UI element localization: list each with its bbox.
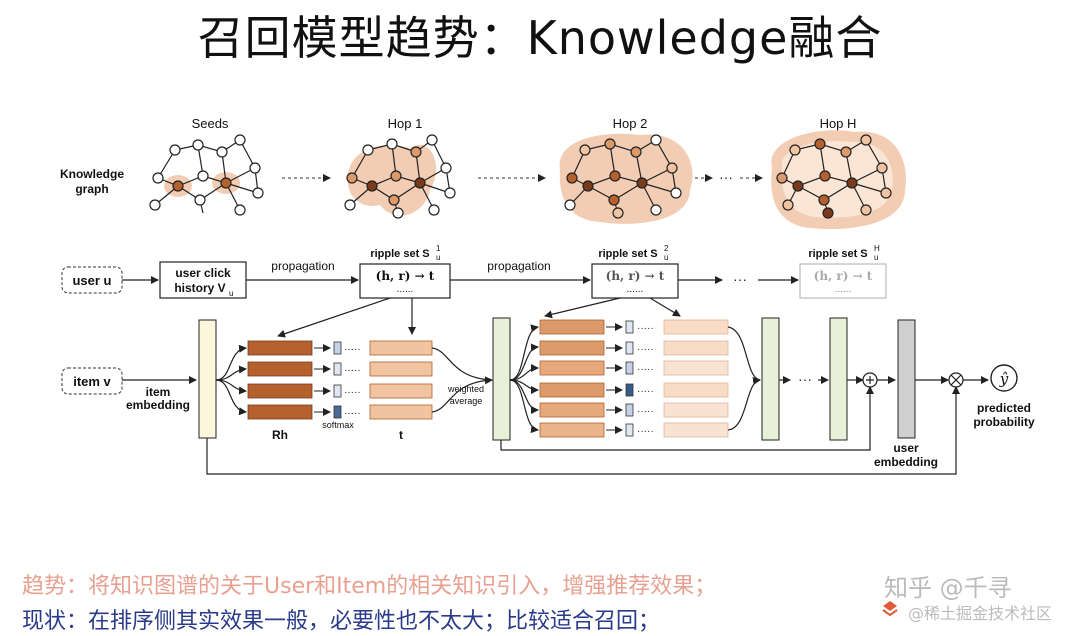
svg-text:·····: ····· [637,426,654,437]
svg-text:·····: ····· [344,387,361,398]
item-embedding-label-1: item [146,385,171,399]
weighted-label-2: average [450,396,483,406]
kg-stage-seeds: Seeds [192,116,229,131]
propagation-label-1: propagation [271,259,334,273]
svg-text:·····: ····· [344,365,361,376]
item-embedding-label-2: embedding [126,398,190,412]
ripplenet-diagram: Knowledge graph Seeds Hop 1 Hop 2 Hop H [60,116,1035,475]
svg-text:·····: ····· [637,364,654,375]
hop2-arrows [606,323,623,434]
weighted-label-1: weighted [447,384,484,394]
svg-text:·····: ····· [344,408,361,419]
user-embedding-bar [897,319,916,439]
hopH-embedding-bar [829,317,848,441]
item-embedding-bar [198,319,217,439]
ripple-set-2-sup: 2 [664,244,669,253]
hop2-embedding-bar [761,317,780,441]
softmax-label: softmax [322,420,354,430]
ripple-set-1-sub: u [436,253,440,262]
hop-feedback-line [500,386,874,451]
item-box [61,367,123,395]
softmax-dots: ····· ····· ····· ····· [344,344,361,419]
ripple-set-1-dots: ...... [397,284,414,295]
rh-label: Rh [272,428,288,442]
kg-graph-hop1 [344,134,456,219]
click-history-sub: u [229,289,233,298]
ripple-set-1-hrt: (h, r) → t [376,269,435,283]
ripple-set-H-box [799,263,887,299]
hop2-dots: ····· ····· ····· ····· ····· ····· [637,323,654,437]
ripple-set-2-label: ripple set S [598,248,657,260]
predicted-label-1: predicted [977,401,1031,415]
kg-stage-hop2: Hop 2 [613,116,648,131]
status-text: 现状：在排序侧其实效果一般，必要性也不太大；比较适合召回； [22,609,661,634]
juejin-logo-icon [882,601,898,617]
hop2-branch-curves [509,324,539,434]
user-embedding-label-1: user [893,441,919,455]
kg-row-label-2: graph [75,182,108,196]
kg-graph-hop2 [559,133,693,224]
svg-text:·····: ····· [637,386,654,397]
rh-arrows [314,344,331,416]
juejin-watermark: @稀土掘金技术社区 [908,604,1053,623]
t-bars [369,340,433,420]
hop2-weighted-curves [727,326,761,431]
ripple-set-1-sup: 1 [436,244,441,253]
rh-branch-curves [215,344,247,416]
user-label: user u [72,273,111,288]
svg-text:·····: ····· [637,406,654,417]
user-embedding-label-2: embedding [874,455,938,469]
ripple-set-2-dots: ...... [627,284,644,295]
slide-title: 召回模型趋势：Knowledge融合 [197,11,883,65]
click-history-line2: history V [174,281,225,295]
ripple-set-2-box [591,263,679,299]
rh-bars [247,340,313,420]
hop1-embedding-bar [492,317,511,441]
prediction-yhat: ŷ [999,370,1009,388]
softmax-cells [333,341,342,419]
ripple-set-2-sub: u [664,253,668,262]
t-label: t [399,428,403,442]
ripple-set-H-hrt: (h, r) → t [814,269,873,283]
click-history-line1: user click [175,266,231,280]
predicted-label-2: probability [973,415,1035,429]
ripple-set-1-label: ripple set S [370,248,429,260]
ripple-set-1-box [359,263,451,299]
svg-text:·····: ····· [637,323,654,334]
ripple-set-H-dots: ...... [835,284,852,295]
ripple-set-H-label: ripple set S [808,248,867,260]
hop2-t-bars [663,319,729,438]
prediction-node [990,364,1018,392]
trend-text: 趋势：将知识图谱的关于User和Item的相关知识引入，增强推荐效果； [22,574,717,599]
user-box [61,266,123,294]
kg-stage-hopH: Hop H [820,116,857,131]
network-ellipsis: ··· [798,371,812,387]
weighted-curves [431,347,493,413]
item-feedback-line [206,386,960,475]
svg-text:·····: ····· [344,344,361,355]
kg-row-label: Knowledge [60,167,124,181]
hop2-softmax-cells [625,320,634,437]
item-label: item v [73,374,111,389]
kg-stage-hop1: Hop 1 [388,116,423,131]
ripple-set-2-hrt: (h, r) → t [606,269,665,283]
propagation-label-2: propagation [487,259,550,273]
kg-nodes-seeds [149,134,264,216]
click-history-box [159,261,247,299]
ripple-set-H-sup: H [874,244,880,253]
svg-text:·····: ····· [637,344,654,355]
kg-graph-hopH [771,130,906,230]
ripple-set-H-sub: u [874,253,878,262]
zhihu-watermark: 知乎 @千寻 [884,574,1012,602]
hop2-rh-bars [539,319,605,438]
ripple-ellipsis: ··· [733,271,747,287]
kg-ellipsis: ··· [719,169,733,185]
